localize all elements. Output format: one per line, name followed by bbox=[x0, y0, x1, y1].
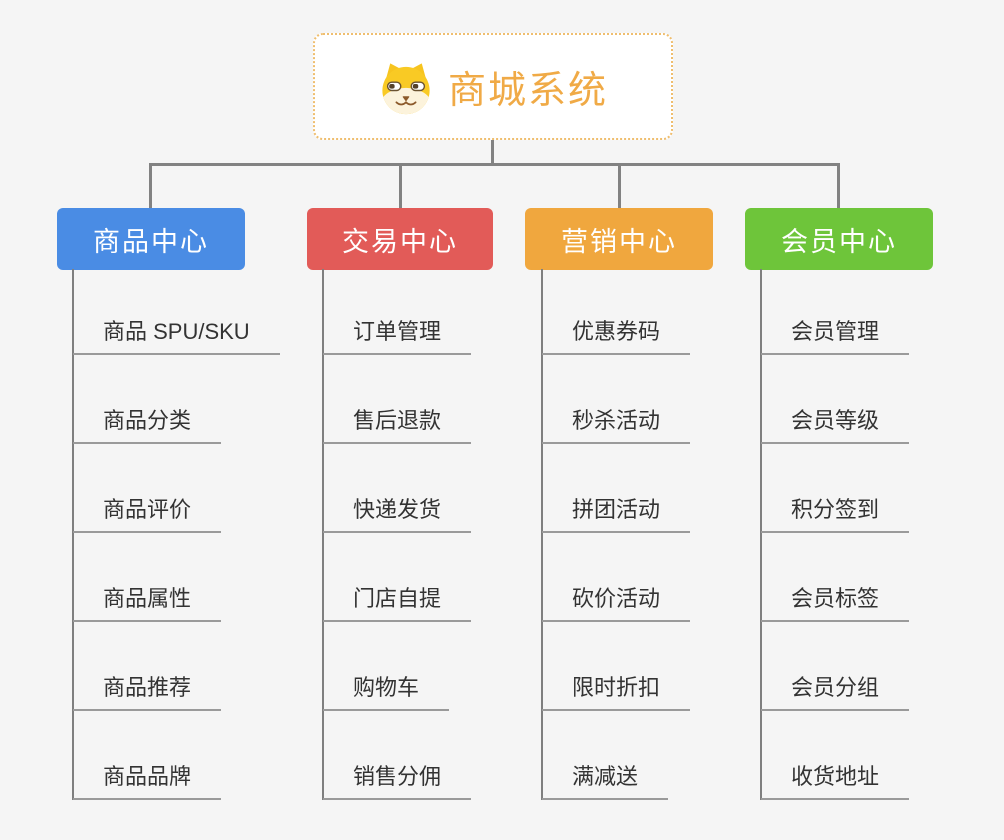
leaf-node[interactable]: 满减送 bbox=[542, 763, 669, 800]
connector-drop-branch-2 bbox=[399, 163, 402, 208]
leaf-node[interactable]: 限时折扣 bbox=[542, 674, 691, 711]
trunk-line-branch-3 bbox=[541, 269, 543, 800]
leaf-node[interactable]: 订单管理 bbox=[323, 318, 472, 355]
root-node-mall-system[interactable]: 商城系统 bbox=[313, 33, 673, 140]
leaf-node[interactable]: 商品分类 bbox=[73, 407, 222, 444]
branch-node-product-center[interactable]: 商品中心 bbox=[57, 208, 245, 270]
leaf-node[interactable]: 会员等级 bbox=[761, 407, 910, 444]
connector-horizontal-bus bbox=[149, 163, 840, 166]
leaf-node[interactable]: 售后退款 bbox=[323, 407, 472, 444]
leaf-node[interactable]: 快递发货 bbox=[323, 496, 472, 533]
leaf-node[interactable]: 积分签到 bbox=[761, 496, 910, 533]
branch-node-marketing-center[interactable]: 营销中心 bbox=[525, 208, 713, 270]
leaf-node[interactable]: 会员标签 bbox=[761, 585, 910, 622]
leaf-node[interactable]: 会员管理 bbox=[761, 318, 910, 355]
branch-node-member-center[interactable]: 会员中心 bbox=[745, 208, 933, 270]
leaf-node[interactable]: 会员分组 bbox=[761, 674, 910, 711]
connector-drop-branch-1 bbox=[149, 163, 152, 208]
connector-root-vertical bbox=[491, 139, 494, 166]
trunk-line-branch-1 bbox=[72, 269, 74, 800]
dog-face-icon bbox=[382, 62, 430, 114]
branch-label: 会员中心 bbox=[781, 226, 897, 257]
branch-label: 商品中心 bbox=[93, 226, 209, 257]
branch-node-trade-center[interactable]: 交易中心 bbox=[307, 208, 493, 270]
branch-label: 营销中心 bbox=[561, 226, 677, 257]
leaf-node[interactable]: 商品推荐 bbox=[73, 674, 222, 711]
leaf-node[interactable]: 砍价活动 bbox=[542, 585, 691, 622]
leaf-node[interactable]: 收货地址 bbox=[761, 763, 910, 800]
connector-drop-branch-4 bbox=[837, 163, 840, 208]
trunk-line-branch-2 bbox=[322, 269, 324, 800]
leaf-node[interactable]: 优惠券码 bbox=[542, 318, 691, 355]
leaf-node[interactable]: 商品 SPU/SKU bbox=[73, 318, 280, 355]
leaf-node[interactable]: 销售分佣 bbox=[323, 763, 472, 800]
branch-label: 交易中心 bbox=[342, 226, 458, 257]
leaf-node[interactable]: 商品属性 bbox=[73, 585, 222, 622]
leaf-node[interactable]: 秒杀活动 bbox=[542, 407, 691, 444]
trunk-line-branch-4 bbox=[760, 269, 762, 800]
root-node-title: 商城系统 bbox=[447, 70, 608, 112]
leaf-node[interactable]: 门店自提 bbox=[323, 585, 472, 622]
connector-drop-branch-3 bbox=[618, 163, 621, 208]
leaf-node[interactable]: 拼团活动 bbox=[542, 496, 691, 533]
leaf-node[interactable]: 购物车 bbox=[323, 674, 450, 711]
leaf-node[interactable]: 商品评价 bbox=[73, 496, 222, 533]
leaf-node[interactable]: 商品品牌 bbox=[73, 763, 222, 800]
